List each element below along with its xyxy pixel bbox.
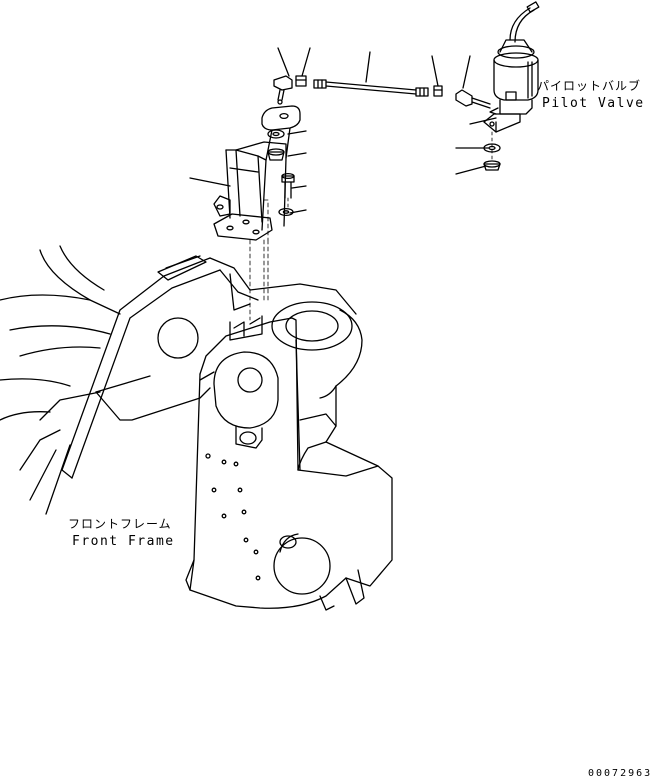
front-frame-label-en: Front Frame: [72, 534, 175, 549]
pilot-valve: [484, 2, 539, 170]
pipe-assembly: [274, 76, 490, 108]
front-frame: [0, 246, 392, 610]
pilot-valve-label-en: Pilot Valve: [542, 96, 645, 111]
drawing-number: 00072963: [588, 768, 653, 779]
front-frame-label-jp: フロントフレーム: [68, 517, 172, 531]
valve-bracket: [214, 106, 300, 320]
leader-lines: [46, 48, 496, 514]
pilot-valve-label-jp: パイロットバルブ: [537, 79, 642, 93]
